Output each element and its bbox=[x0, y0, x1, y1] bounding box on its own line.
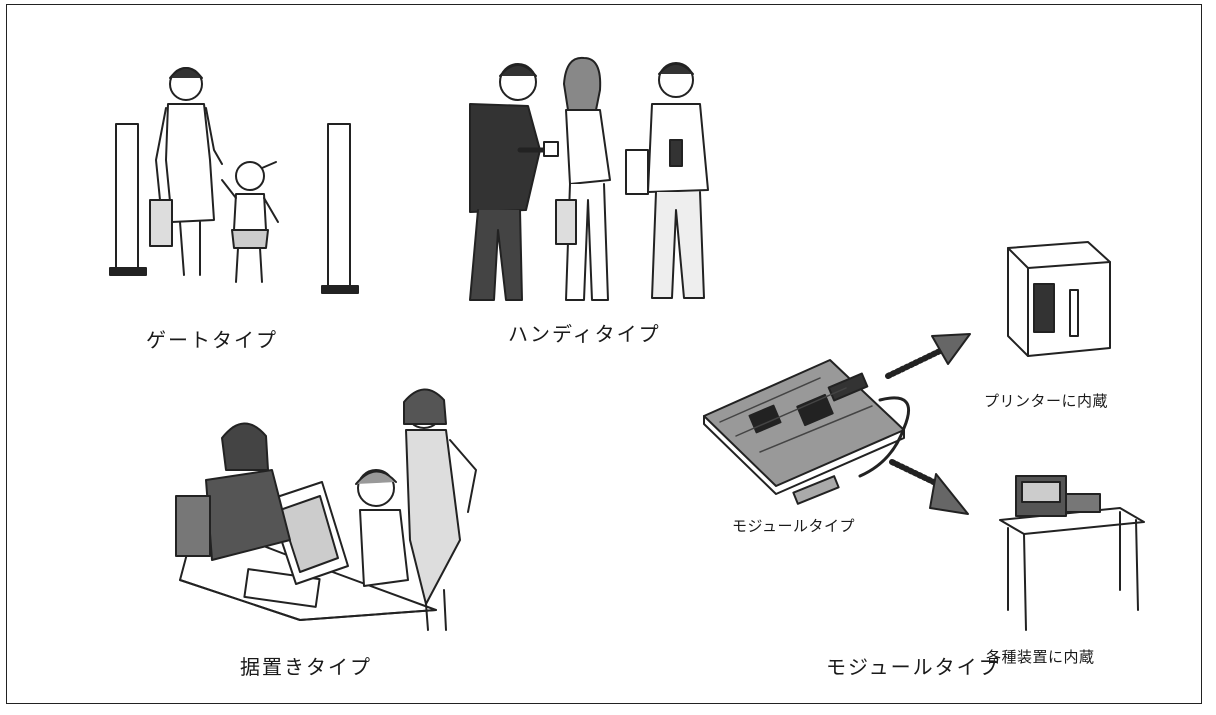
module-board-label: モジュールタイプ bbox=[732, 517, 855, 535]
gate-type-label: ゲートタイプ bbox=[146, 328, 278, 352]
man-with-reader bbox=[469, 63, 559, 301]
gate-type-illustration bbox=[109, 67, 359, 294]
woman-standing bbox=[403, 388, 477, 631]
stationary-type-illustration bbox=[175, 388, 477, 631]
module-type-illustration bbox=[703, 241, 1145, 631]
desk-reader-device bbox=[267, 481, 349, 585]
device-label: 各種装置に内蔵 bbox=[986, 648, 1095, 666]
gate-pillar-right bbox=[321, 123, 359, 294]
clerk-figure bbox=[175, 422, 291, 561]
module-type-caption: モジュールタイプ bbox=[826, 655, 1001, 679]
arrow-to-printer bbox=[885, 333, 971, 379]
child-figure bbox=[221, 161, 279, 283]
circuit-board bbox=[703, 359, 910, 505]
equipment-on-table bbox=[999, 475, 1145, 631]
gate-pillar-left bbox=[109, 123, 147, 276]
printer-device bbox=[1007, 241, 1111, 357]
handy-type-label: ハンディタイプ bbox=[508, 322, 661, 346]
stationary-type-label: 据置きタイプ bbox=[240, 655, 372, 679]
man-right bbox=[625, 62, 709, 299]
woman-figure bbox=[149, 67, 223, 276]
child-at-desk bbox=[355, 469, 409, 587]
woman-center bbox=[555, 56, 611, 301]
printer-label: プリンターに内蔵 bbox=[984, 392, 1109, 410]
arrow-to-device bbox=[889, 459, 969, 515]
handy-type-illustration bbox=[469, 56, 709, 301]
figure-frame bbox=[6, 4, 1202, 704]
